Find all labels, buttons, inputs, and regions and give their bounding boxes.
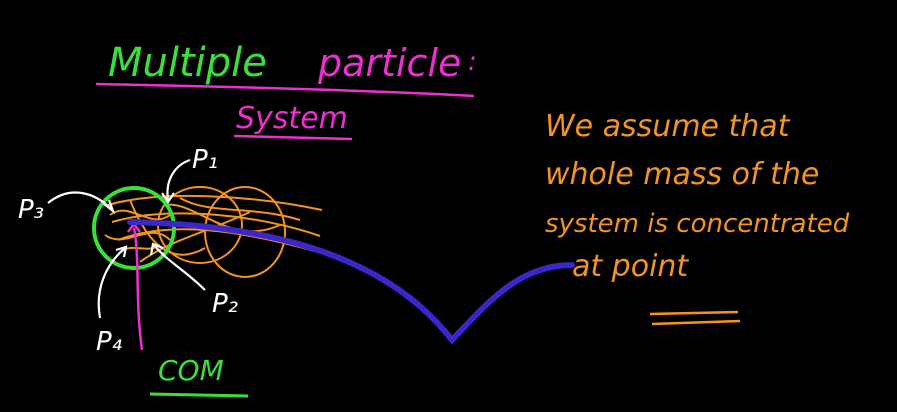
note-line-4: at point: [572, 249, 689, 284]
note-line-2: whole mass of the: [545, 157, 819, 192]
note-underline: [649, 310, 741, 326]
title-multiple: Multiple: [108, 40, 267, 86]
com-label: COM: [158, 354, 224, 387]
com-underline: [149, 392, 249, 398]
label-p3: P₃: [18, 195, 44, 225]
title-colon: :: [468, 47, 477, 77]
particle-cluster: [107, 186, 323, 278]
title-underline: [95, 82, 475, 98]
subtitle-underline: [233, 134, 353, 141]
note-line-3: system is concentrated: [545, 209, 850, 239]
note-block: We assume that whole mass of the system …: [545, 109, 850, 284]
subtitle-system: System: [236, 101, 348, 136]
blue-pointer-curve: [127, 219, 575, 345]
label-p4: P₄: [96, 327, 123, 357]
label-p2: P₂: [212, 289, 238, 319]
title-particle: particle: [317, 41, 461, 85]
com-circle: [92, 186, 176, 270]
label-p1: P₁: [192, 145, 218, 175]
com-pointer-line: [132, 227, 144, 351]
note-line-1: We assume that: [545, 109, 791, 144]
label-arrows: [47, 158, 206, 319]
